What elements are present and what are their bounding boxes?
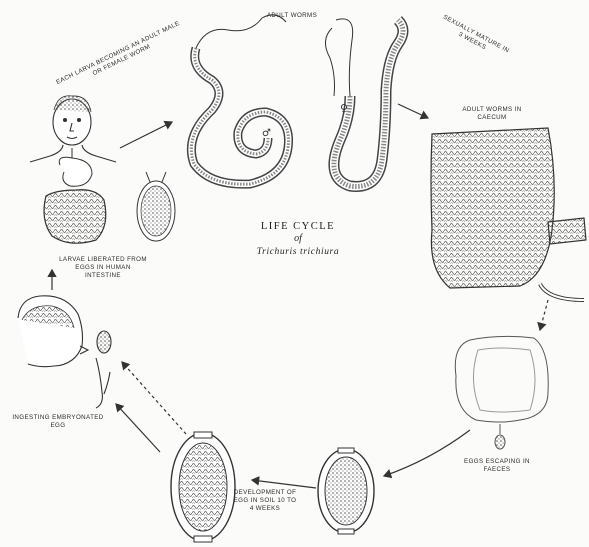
female-symbol: ♀ [340, 102, 348, 115]
female-worm-figure [325, 19, 403, 187]
male-worm-figure [191, 15, 288, 184]
child-profile-figure [18, 296, 111, 408]
diagram-title-species: Trichuris trichiura [230, 247, 366, 257]
label-adult-worms-caecum: ADULT WORMS IN CAECUM [452, 106, 532, 122]
intestine-figure [44, 148, 106, 243]
diagram-title: LIFE CYCLE [238, 221, 358, 232]
large-intestine-figure [455, 336, 548, 449]
label-development: DEVELOPMENT OF EGG IN SOIL 10 TO 4 WEEKS [232, 489, 298, 513]
male-symbol: ♂ [262, 128, 271, 139]
label-ingesting: INGESTING EMBRYONATED EGG [10, 414, 106, 430]
egg-with-larva-figure [137, 172, 175, 241]
child-head-figure [30, 96, 116, 162]
egg-development-figure [318, 448, 374, 534]
diagram-title-of: of [238, 233, 358, 244]
embryonated-egg-figure [171, 432, 235, 542]
label-eggs-escaping: EGGS ESCAPING IN FAECES [452, 458, 542, 474]
label-larvae-liberated: LARVAE LIBERATED FROM EGGS IN HUMAN INTE… [58, 256, 148, 280]
caecum-figure [431, 128, 586, 300]
label-adult-worms-top: ADULT WORMS [252, 12, 332, 20]
